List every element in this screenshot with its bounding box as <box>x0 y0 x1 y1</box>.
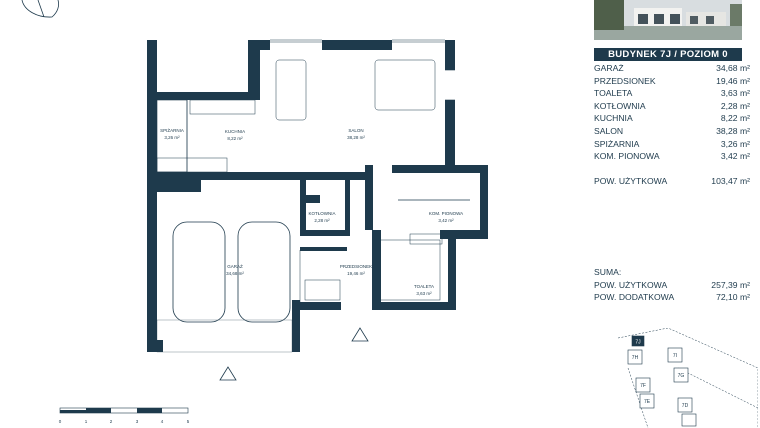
area-kom-pionowa: 3,42 m² <box>438 218 454 223</box>
room-name: PRZEDSIONEK <box>594 75 656 86</box>
scale-tick: 5 <box>187 419 190 424</box>
floor-plan: SPIŻARNIA 3,26 m² KUCHNIA 8,22 m² SALON … <box>21 0 488 424</box>
scale-bar: 0 1 2 3 4 5 <box>59 407 190 424</box>
room-name: KOM. PIONOWA <box>594 151 660 162</box>
scale-tick: 1 <box>85 419 88 424</box>
summary-title: SUMA: <box>594 266 750 279</box>
area-salon: 38,28 m² <box>347 135 365 140</box>
area-przedsionek: 19,46 m² <box>347 271 365 276</box>
entrance-icon <box>351 327 369 342</box>
site-map: 7J 7H 7I 7G 7F 7E 7D <box>617 328 758 428</box>
scale-tick: 4 <box>161 419 164 424</box>
interior-lines <box>156 41 470 353</box>
label-przedsionek: PRZEDSIONEK <box>340 264 372 269</box>
site-label: 7I <box>673 353 677 359</box>
summary: SUMA: POW. UŻYTKOWA 257,39 m² POW. DODATK… <box>594 266 750 304</box>
total-area: 103,47 m² <box>711 176 750 186</box>
garage-entrance-icon <box>219 366 237 381</box>
summary-title-text: SUMA: <box>594 267 622 277</box>
label-kotlownia: KOTŁOWNIA <box>308 211 335 216</box>
summary-label: POW. UŻYTKOWA <box>594 279 668 290</box>
scale-tick: 2 <box>110 419 113 424</box>
room-area: 2,28 m² <box>720 100 750 111</box>
room-labels: SPIŻARNIA 3,26 m² KUCHNIA 8,22 m² SALON … <box>160 127 463 296</box>
area-spizarnia: 3,26 m² <box>164 135 180 140</box>
info-panel: BUDYNEK 7J / POZIOM 0 GARAŻ 34,68 m² PRZE… <box>588 0 760 428</box>
room-area: 3,63 m² <box>720 88 750 99</box>
room-area: 8,22 m² <box>720 113 750 124</box>
summary-label: POW. DODATKOWA <box>594 292 675 303</box>
room-area: 34,68 m² <box>716 63 750 73</box>
windows <box>147 39 455 101</box>
site-label-highlight: 7J <box>635 340 641 346</box>
summary-area: 257,39 m² <box>711 279 750 290</box>
room-name: GARAŻ <box>594 63 624 73</box>
summary-area: 72,10 m² <box>716 292 750 303</box>
label-kom-pionowa: KOM. PIONOWA <box>429 211 463 216</box>
label-spizarnia: SPIŻARNIA <box>160 127 184 133</box>
room-row: GARAŻ 34,68 m² <box>594 62 750 75</box>
building-photo <box>594 0 742 40</box>
entrance-markers <box>219 327 369 381</box>
site-label: 7E <box>644 399 651 405</box>
room-row: SPIŻARNIA 3,26 m² <box>594 138 750 151</box>
room-area: 19,46 m² <box>716 75 750 86</box>
area-toaleta: 3,63 m² <box>416 291 432 296</box>
label-salon: SALON <box>348 128 363 133</box>
room-area: 3,42 m² <box>720 151 750 162</box>
area-kuchnia: 8,22 m² <box>227 136 243 141</box>
room-area: 3,26 m² <box>720 138 750 149</box>
label-garaz: GARAŻ <box>227 263 243 269</box>
site-label: 7H <box>632 355 639 361</box>
summary-row: POW. DODATKOWA 72,10 m² <box>594 291 750 304</box>
room-row: KOM. PIONOWA 3,42 m² <box>594 150 750 163</box>
scale-tick: 0 <box>59 419 62 424</box>
room-row: PRZEDSIONEK 19,46 m² <box>594 75 750 88</box>
room-list: GARAŻ 34,68 m² PRZEDSIONEK 19,46 m² TOALET… <box>594 62 750 163</box>
area-kotlownia: 2,28 m² <box>314 218 330 223</box>
room-row: SALON 38,28 m² <box>594 125 750 138</box>
scale-tick: 3 <box>136 419 139 424</box>
label-kuchnia: KUCHNIA <box>225 129 245 134</box>
compass-icon <box>21 0 59 18</box>
room-name: SPIŻARNIA <box>594 138 640 149</box>
site-label: 7F <box>640 383 646 389</box>
label-toaleta: TOALETA <box>414 284 434 289</box>
total-usable-area: POW. UŻYTKOWA 103,47 m² <box>594 176 750 186</box>
summary-row: POW. UŻYTKOWA 257,39 m² <box>594 279 750 292</box>
room-name: KOTŁOWNIA <box>594 100 646 111</box>
total-label: POW. UŻYTKOWA <box>594 176 668 186</box>
site-label: 7D <box>682 403 689 409</box>
room-name: KUCHNIA <box>594 113 633 124</box>
room-row: KUCHNIA 8,22 m² <box>594 112 750 125</box>
site-label: 7G <box>678 373 685 379</box>
room-row: TOALETA 3,63 m² <box>594 87 750 100</box>
room-area: 38,28 m² <box>716 125 750 136</box>
room-name: TOALETA <box>594 88 633 99</box>
area-garaz: 34,68 m² <box>226 271 244 276</box>
building-title: BUDYNEK 7J / POZIOM 0 <box>594 48 742 61</box>
room-name: SALON <box>594 125 624 136</box>
room-row: KOTŁOWNIA 2,28 m² <box>594 100 750 113</box>
walls <box>147 40 488 352</box>
